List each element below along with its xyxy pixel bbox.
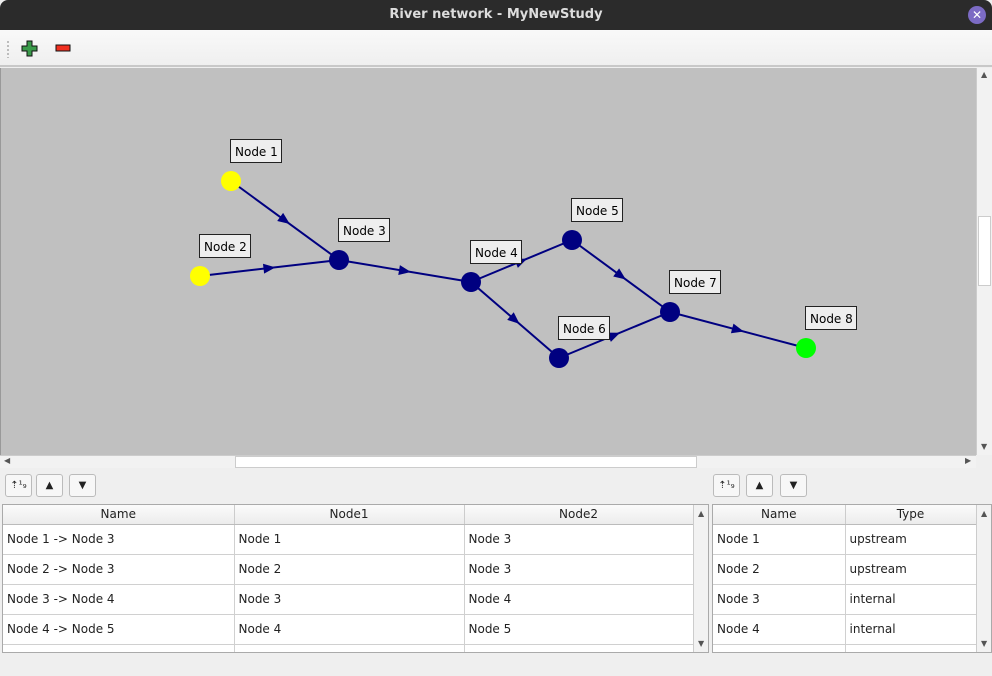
node-label-text: Node 7 <box>674 276 717 290</box>
close-button[interactable]: ✕ <box>968 6 986 24</box>
move-down-button[interactable]: ▼ <box>69 474 96 497</box>
table-cell[interactable]: Node 2 -> Node 3 <box>3 554 235 585</box>
node-label-text: Node 5 <box>576 204 619 218</box>
nodes-table-scrollbar[interactable]: ▲▼ <box>976 505 991 652</box>
node-circle[interactable] <box>461 272 481 292</box>
table-cell[interactable]: Node 1 <box>713 524 846 555</box>
node-label-text: Node 2 <box>204 240 247 254</box>
canvas-horizontal-scrollbar[interactable]: ◀ ▶ <box>0 455 976 468</box>
table-row[interactable] <box>713 644 977 652</box>
column-header[interactable]: Node2 <box>464 505 694 525</box>
node-circle[interactable] <box>796 338 816 358</box>
table-cell[interactable]: Node 4 <box>234 614 465 645</box>
node-label[interactable]: Node 2 <box>199 234 251 258</box>
table-cell[interactable]: Node 4 <box>713 614 846 645</box>
table-cell[interactable]: internal <box>845 614 977 645</box>
node-label[interactable]: Node 4 <box>470 240 522 264</box>
table-cell[interactable]: Node 3 -> Node 4 <box>3 584 235 615</box>
table-cell[interactable]: Node 2 <box>713 554 846 585</box>
edge-arrow-icon <box>613 268 626 280</box>
table-cell[interactable]: Node 3 <box>713 584 846 615</box>
node-circle[interactable] <box>221 171 241 191</box>
table-cell[interactable]: Node 1 <box>234 524 465 555</box>
node-label-text: Node 4 <box>475 246 518 260</box>
node-circle[interactable] <box>190 266 210 286</box>
node-label-text: Node 1 <box>235 145 278 159</box>
window-title: River network - MyNewStudy <box>389 7 603 22</box>
move-up-button[interactable]: ▲ <box>36 474 63 497</box>
table-cell[interactable]: Node 4 -> Node 5 <box>3 614 235 645</box>
table-cell[interactable]: Node 4 <box>464 584 694 615</box>
sort-button[interactable]: ⇡¹₉ <box>713 474 740 497</box>
table-cell[interactable]: Node 2 <box>234 554 465 585</box>
network-canvas[interactable]: Node 1 Node 2 Node 3 Node 4 Node 5 Node 6 Node… <box>0 68 976 455</box>
toolbar <box>0 30 992 67</box>
column-header[interactable]: Type <box>845 505 977 525</box>
move-down-button[interactable]: ▼ <box>780 474 807 497</box>
column-header[interactable]: Name <box>713 505 846 525</box>
node-circle[interactable] <box>329 250 349 270</box>
edge-arrow-icon <box>730 323 744 334</box>
table-cell[interactable]: Node 3 <box>234 584 465 615</box>
edge-arrow-icon <box>262 263 276 274</box>
sort-button[interactable]: ⇡¹₉ <box>5 474 32 497</box>
table-cell[interactable]: Node 5 <box>464 614 694 645</box>
table-cell[interactable]: Node 1 -> Node 3 <box>3 524 235 555</box>
node-label-text: Node 3 <box>343 224 386 238</box>
table-cell[interactable]: upstream <box>845 554 977 585</box>
edge-arrow-icon <box>398 265 411 275</box>
title-bar: River network - MyNewStudy ✕ <box>0 0 992 30</box>
move-up-button[interactable]: ▲ <box>746 474 773 497</box>
node-circle[interactable] <box>660 302 680 322</box>
plus-icon[interactable] <box>20 38 40 58</box>
table-cell[interactable]: internal <box>845 584 977 615</box>
column-header[interactable]: Node1 <box>234 505 465 525</box>
node-label[interactable]: Node 6 <box>558 316 610 340</box>
table-cell[interactable]: Node 3 <box>464 524 694 555</box>
edge-arrow-icon <box>277 212 290 225</box>
column-header[interactable]: Name <box>3 505 235 525</box>
node-label[interactable]: Node 3 <box>338 218 390 242</box>
node-label-text: Node 6 <box>563 322 606 336</box>
node-label-text: Node 8 <box>810 312 853 326</box>
edges-table-scrollbar[interactable]: ▲▼ <box>693 505 708 652</box>
node-circle[interactable] <box>549 348 569 368</box>
scroll-thumb[interactable] <box>235 456 697 468</box>
edge-arrow-icon <box>507 312 520 324</box>
table-cell[interactable]: Node 3 <box>464 554 694 585</box>
minus-icon[interactable] <box>53 38 73 58</box>
network-graph[interactable]: Node 1 Node 2 Node 3 Node 4 Node 5 Node 6 Node… <box>1 68 977 455</box>
table-cell[interactable]: upstream <box>845 524 977 555</box>
canvas-vertical-scrollbar[interactable]: ▲ ▼ <box>976 68 992 455</box>
scroll-thumb[interactable] <box>978 216 991 286</box>
node-label[interactable]: Node 1 <box>230 139 282 163</box>
edge-arrow-icon <box>607 332 621 342</box>
toolbar-grip[interactable] <box>6 40 10 58</box>
node-circle[interactable] <box>562 230 582 250</box>
node-label[interactable]: Node 8 <box>805 306 857 330</box>
node-label[interactable]: Node 5 <box>571 198 623 222</box>
node-label[interactable]: Node 7 <box>669 270 721 294</box>
table-row[interactable] <box>3 644 694 652</box>
